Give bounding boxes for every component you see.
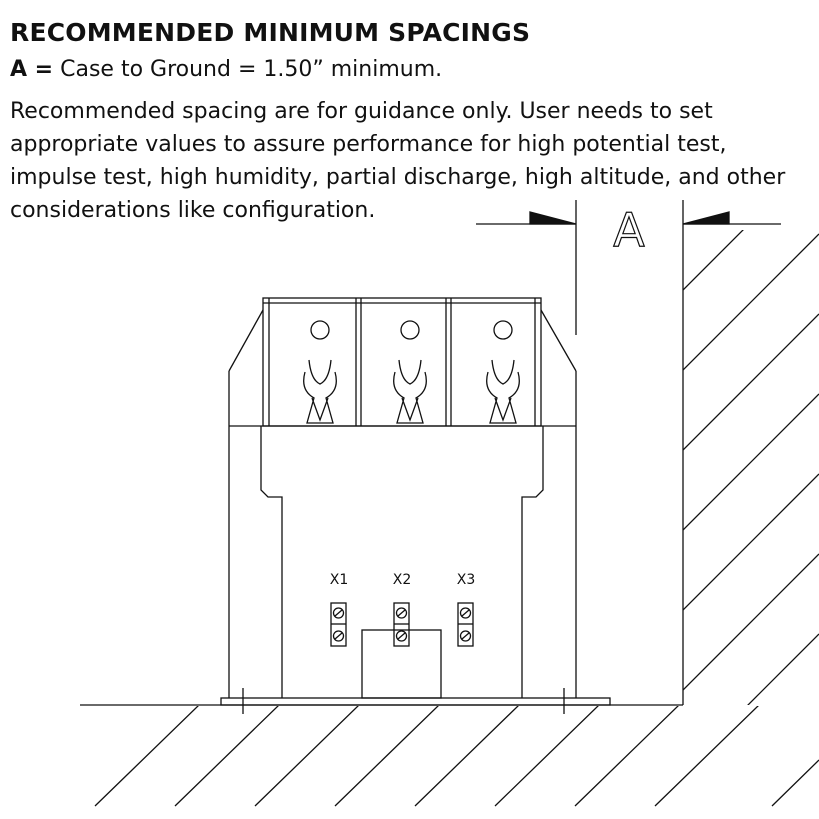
secondary-terminal	[393, 602, 410, 647]
dimension-a	[476, 211, 781, 225]
primary-terminal	[393, 320, 427, 424]
primary-terminal	[486, 320, 520, 424]
terminal-label-x3: X3	[457, 572, 476, 588]
terminal-block	[262, 297, 542, 427]
spacing-value: Case to Ground = 1.50” minimum.	[60, 57, 443, 82]
terminal-label-x1: X1	[330, 572, 349, 588]
spacing-key: A =	[10, 57, 54, 82]
note-line: impulse test, high humidity, partial dis…	[10, 165, 786, 190]
dimension-label: A	[613, 203, 645, 257]
secondary-terminals	[330, 602, 474, 647]
base-plate	[220, 688, 611, 714]
secondary-terminal	[330, 602, 347, 647]
wall	[575, 200, 819, 705]
spacing-spec: A = Case to Ground = 1.50” minimum.	[10, 57, 442, 82]
note-line: appropriate values to assure performance…	[10, 132, 727, 157]
guidance-note: Recommended spacing are for guidance onl…	[10, 95, 819, 227]
terminal-label-x2: X2	[393, 572, 412, 588]
primary-terminal	[303, 320, 337, 424]
floor	[80, 704, 819, 807]
wall-hatch	[683, 230, 819, 705]
note-line: considerations like configuration.	[10, 198, 376, 223]
page-title: RECOMMENDED MINIMUM SPACINGS	[10, 18, 531, 47]
transformer-body	[228, 309, 577, 699]
secondary-terminal	[457, 602, 474, 647]
floor-hatch	[94, 706, 819, 807]
note-line: Recommended spacing are for guidance onl…	[10, 99, 713, 124]
